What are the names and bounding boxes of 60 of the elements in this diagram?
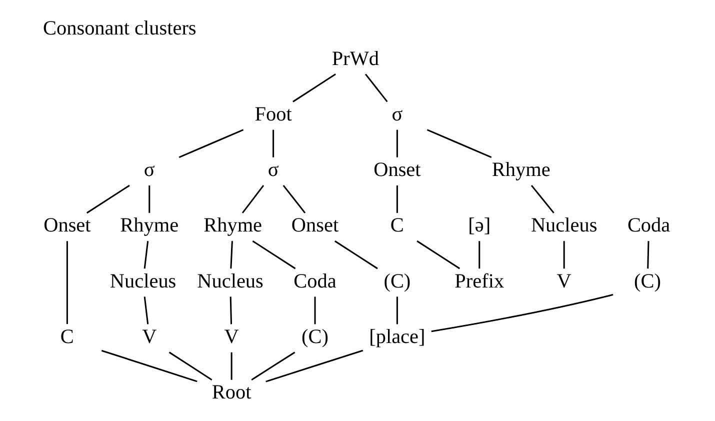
node-text: V [556,270,571,292]
node-text: C [390,214,404,237]
node-text: V [224,326,238,348]
connector [292,74,336,102]
connector [230,241,232,269]
connector [265,350,363,382]
node-text: (C) [383,270,410,292]
node-text: C [60,326,74,348]
connector [416,240,460,270]
connector [86,184,130,214]
connector [143,296,148,324]
node-text: Onset [290,214,338,237]
connector [282,184,306,214]
connector [66,241,68,324]
connector [396,296,398,324]
connector [334,240,378,270]
connector [396,130,398,158]
connector [241,184,264,214]
node-text: Coda [293,270,336,292]
node-text: [place] [368,326,425,348]
connector [250,352,295,380]
connector [148,185,150,213]
node-text: V [142,326,156,348]
node-text: (C) [301,326,328,348]
diagram-title: Consonant clusters [42,18,196,40]
node-text: σ [143,159,154,182]
connector [178,129,244,158]
connector [272,130,274,158]
node-text: Foot [254,103,292,126]
connector [229,296,232,324]
node-text: Prefix [454,270,504,292]
node-text: Root [211,382,251,404]
node-text: Coda [626,214,670,237]
connector [314,296,316,324]
connector [530,184,554,214]
connector [143,240,148,269]
node-text: [ə] [468,214,490,237]
node-text: Rhyme [491,159,550,182]
connector [168,352,212,380]
node-text: σ [267,159,278,182]
node-text: Onset [43,214,90,237]
node-text: Nucleus [196,270,263,292]
node-text: Nucleus [109,270,176,292]
connector [478,241,480,269]
node-text: Onset [373,159,420,182]
node-text: Rhyme [120,214,178,237]
node-text: Rhyme [203,214,262,237]
connector [562,241,564,269]
node-text: σ [391,103,402,126]
connector [100,350,197,382]
connector [230,352,232,380]
connector [430,294,613,332]
node-text: PrWd [331,48,379,70]
connector [252,240,296,270]
node-text: (C) [634,270,661,292]
connector [364,74,388,102]
connector [426,129,492,158]
connector [646,241,649,269]
node-text: Nucleus [530,214,597,237]
connector [396,185,398,213]
